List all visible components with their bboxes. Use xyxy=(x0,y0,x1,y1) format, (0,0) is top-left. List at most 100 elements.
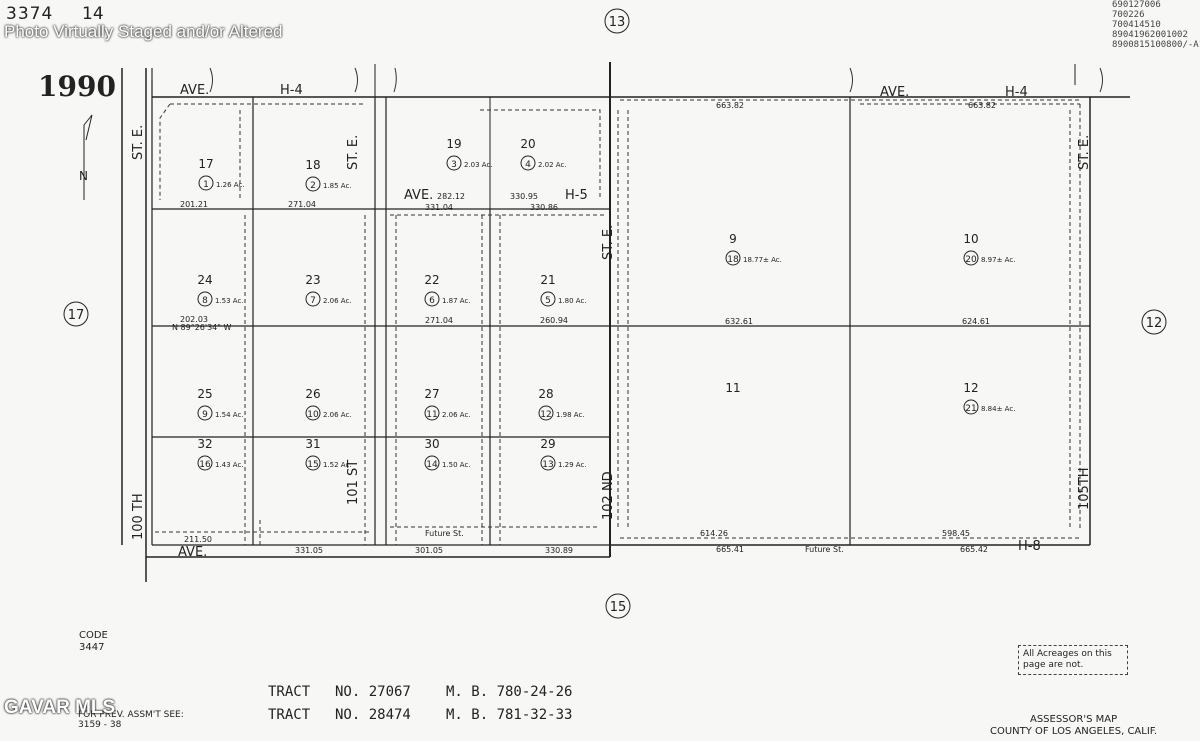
lot-number: 20 xyxy=(520,137,535,151)
north-label: N xyxy=(79,169,88,183)
code-value: 3447 xyxy=(79,642,105,653)
street-101st-st: ST. E. xyxy=(346,135,361,170)
parcel-boundaries xyxy=(121,62,1130,582)
street-h8-right: H-8 xyxy=(1018,539,1041,554)
street-h5: AVE. xyxy=(404,188,433,203)
page-ref-left: 17 xyxy=(68,308,85,323)
page-ref-right: 12 xyxy=(1146,316,1163,331)
book-number: 1990 xyxy=(38,70,116,103)
prev-label: FOR PREV. ASSM'T SEE: xyxy=(78,710,184,720)
bearing: N 89°26'34" W xyxy=(172,323,231,332)
street-h4-right: AVE. xyxy=(880,85,909,100)
street-102nd: 102 ND xyxy=(601,471,616,520)
parcel-number: 15 xyxy=(307,460,318,470)
parcel-number: 14 xyxy=(426,460,438,470)
dim: 271.04 xyxy=(288,200,316,209)
street-h4-right-name: H-4 xyxy=(1005,85,1028,100)
parcel-circle xyxy=(305,291,321,307)
lot-number: 30 xyxy=(424,437,439,451)
lot-number: 26 xyxy=(305,387,320,401)
dim: 260.94 xyxy=(540,316,568,325)
parcel-circle xyxy=(305,405,321,421)
assessor-line-2: COUNTY OF LOS ANGELES, CALIF. xyxy=(990,726,1158,737)
dim: 331.04 xyxy=(425,203,453,212)
parcel-number: 20 xyxy=(965,255,977,265)
dim: 665.41 xyxy=(716,545,744,554)
lot-number: 12 xyxy=(963,381,978,395)
parcel-acreage: 1.87 Ac. xyxy=(442,297,471,305)
dim: 211.50 xyxy=(184,535,212,544)
street-105th: 105TH xyxy=(1077,467,1092,510)
tract-1-number: NO. 27067 xyxy=(335,684,411,700)
parcel-circle xyxy=(424,455,440,471)
parcel-acreage: 1.50 Ac. xyxy=(442,461,471,469)
parcel-circle xyxy=(198,175,214,191)
adjacent-page-markers xyxy=(63,8,1167,619)
parcel-acreage: 1.98 Ac. xyxy=(556,411,585,419)
parcel-acreage: 1.53 Ac. xyxy=(215,297,244,305)
parcel-acreage: 1.54 Ac. xyxy=(215,411,244,419)
lot-number: 22 xyxy=(424,273,439,287)
parcel-number: 16 xyxy=(199,460,211,470)
lot-number: 27 xyxy=(424,387,439,401)
parcel-circle xyxy=(963,250,979,266)
street-h4-left: AVE. xyxy=(180,83,209,98)
dim: 271.04 xyxy=(425,316,453,325)
parcel-number: 4 xyxy=(525,160,531,170)
dim: 330.86 xyxy=(530,203,558,212)
dim: 201.21 xyxy=(180,200,208,209)
parcel-circle xyxy=(520,155,536,171)
parcel-acreage: 1.43 Ac. xyxy=(215,461,244,469)
assessor-line-1: ASSESSOR'S MAP xyxy=(1029,714,1118,725)
parcel-circle xyxy=(538,405,554,421)
parcel-acreage: 1.29 Ac. xyxy=(558,461,587,469)
parcel-acreage: 2.06 Ac. xyxy=(323,297,352,305)
parcel-circle xyxy=(446,155,462,171)
dim: 330.95 xyxy=(510,192,538,201)
parcel-acreage: 2.06 Ac. xyxy=(442,411,471,419)
page-sub-reference: 14 xyxy=(82,4,104,24)
lot-number: 23 xyxy=(305,273,320,287)
north-arrow xyxy=(83,114,93,200)
street-102nd-st: ST. E. xyxy=(601,225,616,260)
parcel-acreage: 1.80 Ac. xyxy=(558,297,587,305)
future-st-label: Future St. xyxy=(425,529,464,538)
parcel-number: 21 xyxy=(965,404,976,414)
parcel-acreage: 2.02 Ac. xyxy=(538,161,567,169)
lot-number: 21 xyxy=(540,273,555,287)
dim: 598.45 xyxy=(942,529,970,538)
parcel-circle xyxy=(305,455,321,471)
future-street-lines xyxy=(155,99,1081,545)
dim: 614.26 xyxy=(700,529,728,538)
parcel-number: 7 xyxy=(310,296,316,306)
dim: 663.82 xyxy=(716,101,744,110)
parcel-circle xyxy=(725,250,741,266)
parcel-number: 13 xyxy=(542,460,553,470)
dim: 624.61 xyxy=(962,317,990,326)
lot-number: 10 xyxy=(963,232,978,246)
lot-number: 29 xyxy=(540,437,555,451)
parcel-acreage: 2.03 Ac. xyxy=(464,161,493,169)
corner-number: 89041962001002 xyxy=(1112,30,1188,40)
corner-number: 700414510 xyxy=(1112,20,1161,30)
street-105th-st: ST. E. xyxy=(1077,135,1092,170)
lot-number: 11 xyxy=(725,381,740,395)
parcel-number: 2 xyxy=(310,181,316,191)
lot-number: 17 xyxy=(198,157,213,171)
code-block: CODE 3447 xyxy=(79,630,108,654)
tract-2-number: NO. 28474 xyxy=(335,707,411,723)
parcel-number: 11 xyxy=(426,410,437,420)
street-100th: 100 TH xyxy=(131,493,146,540)
dimension-labels: 663.82 663.82 632.61 624.61 665.41 665.4… xyxy=(172,101,996,555)
tract-2-label: TRACT xyxy=(268,707,311,723)
parcel-number: 9 xyxy=(202,410,208,420)
dim: 330.89 xyxy=(545,546,573,555)
parcel-circle xyxy=(540,291,556,307)
parcel-acreage: 1.52 Ac. xyxy=(323,461,352,469)
street-h5-name: H-5 xyxy=(565,188,588,203)
parcel-circle xyxy=(424,405,440,421)
corner-number: 690127006 xyxy=(1112,0,1161,10)
parcel-acreage: 18.77± Ac. xyxy=(743,256,782,264)
